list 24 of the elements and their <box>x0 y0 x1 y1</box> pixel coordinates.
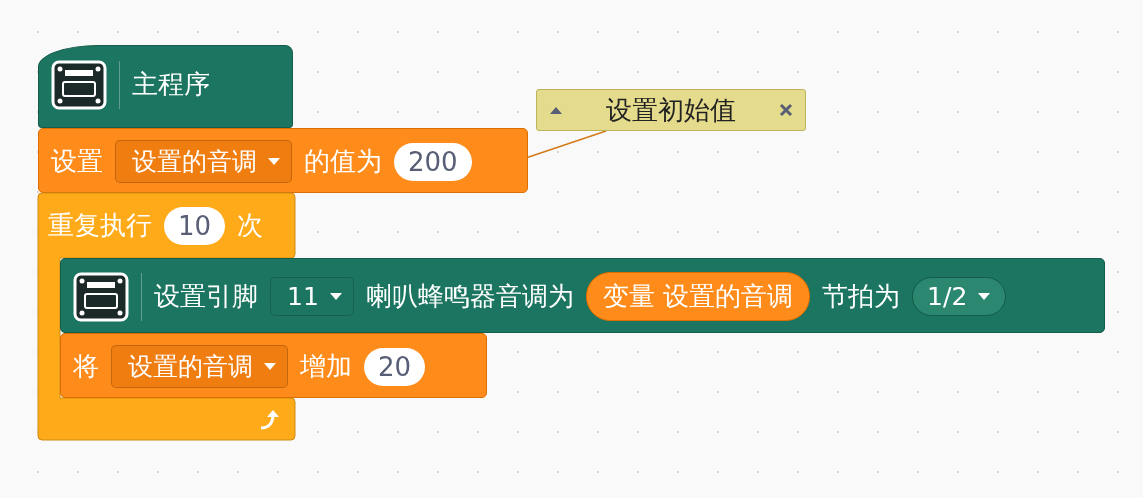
block-text: 设置 <box>51 145 103 178</box>
block-text: 次 <box>237 209 264 242</box>
dropdown-field: 设置的音调 <box>111 345 288 388</box>
block-text: 节拍为 <box>822 280 901 313</box>
block-text: 主程序 <box>132 68 210 101</box>
block-text: 将 <box>73 350 99 383</box>
dropdown-field: 设置的音调 <box>115 140 292 183</box>
block-text: 设置引脚 <box>154 280 258 313</box>
block-text: 的值为 <box>304 145 382 178</box>
dropdown-field: 11 <box>270 277 354 316</box>
number-field: 20 <box>364 347 426 386</box>
code-block <box>38 128 528 193</box>
hat-block <box>38 45 293 128</box>
comment-text: 设置初始值 <box>606 93 736 127</box>
block-text: 增加 <box>300 350 352 383</box>
comment-note <box>536 89 806 131</box>
variable-reporter: 变量 设置的音调 <box>585 272 811 321</box>
block-text: 喇叭蜂鸣器音调为 <box>365 280 574 313</box>
code-block <box>60 333 487 398</box>
block-text: 重复执行 <box>48 209 152 242</box>
leader-line <box>527 130 607 158</box>
code-block <box>60 258 1105 333</box>
number-field: 200 <box>394 142 472 181</box>
dropdown-field: 1/2 <box>912 277 1007 316</box>
